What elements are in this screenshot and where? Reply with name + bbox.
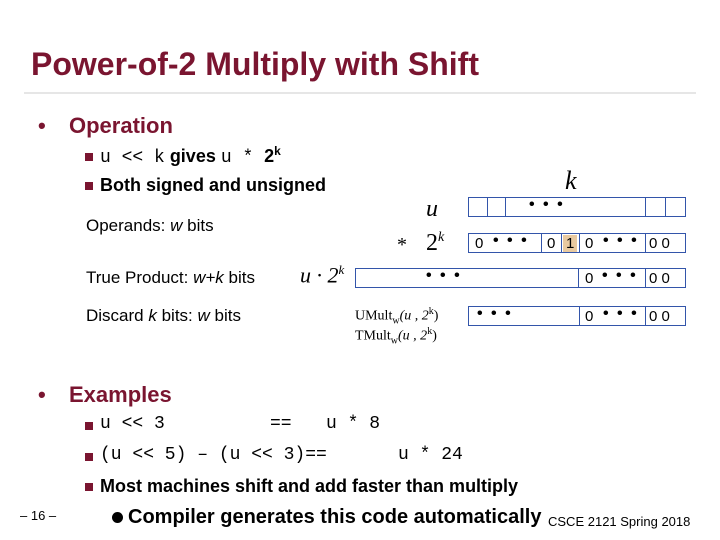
tmult-label: TMultw(u , 2k)	[355, 326, 437, 347]
single-one-bit: 1	[563, 235, 578, 252]
bullet-dot: •	[38, 113, 46, 138]
times-symbol: *	[397, 234, 407, 256]
square-bullet-icon	[85, 153, 93, 161]
umult-label: UMultw(u , 2k)	[355, 306, 439, 327]
power-of-two-bit-vector: 0 • • • 0 1 0 • • • 0 0	[468, 232, 686, 253]
u-label: u	[426, 196, 438, 222]
operation-signed-item: Both signed and unsigned	[100, 175, 326, 195]
square-bullet-icon	[85, 422, 93, 430]
bullet-dot: •	[38, 382, 46, 407]
example-machines: Most machines shift and add faster than …	[100, 476, 519, 496]
discarded-result-bit-vector: • • • 0 • • • 0 0	[468, 305, 686, 326]
example-shift-24: (u << 5) – (u << 3)==u * 24	[100, 445, 463, 465]
k-width-label: k	[565, 166, 577, 195]
true-product-bit-vector: • • • 0 • • • 0 0	[355, 267, 686, 288]
bullet-examples: Examples	[69, 382, 172, 407]
course-footer: CSCE 2121 Spring 2018	[548, 514, 691, 529]
square-bullet-icon	[85, 182, 93, 190]
slide-title: Power-of-2 Multiply with Shift	[31, 46, 479, 82]
true-product-label: True Product: w+k bits	[86, 268, 255, 287]
u-bit-vector: • • •	[468, 196, 686, 217]
operation-shift-item: u << k gives u * 2k	[100, 144, 281, 168]
square-bullet-icon	[85, 453, 93, 461]
square-bullet-icon	[85, 483, 93, 491]
product-label: u · 2k	[300, 262, 345, 288]
bullet-operation: Operation	[69, 113, 173, 138]
operands-label: Operands: w bits	[86, 216, 214, 235]
two-power-k: 2k	[426, 230, 445, 256]
discard-label: Discard k bits: w bits	[86, 306, 241, 325]
bits-ellipsis: • • •	[529, 196, 565, 213]
title-divider	[24, 92, 696, 94]
compiler-note: Compiler generates this code automatical…	[128, 506, 542, 528]
page-number: – 16 –	[20, 508, 57, 523]
level3-bullet-icon	[112, 512, 123, 523]
example-shift-3: u << 3==u * 8	[100, 414, 381, 434]
